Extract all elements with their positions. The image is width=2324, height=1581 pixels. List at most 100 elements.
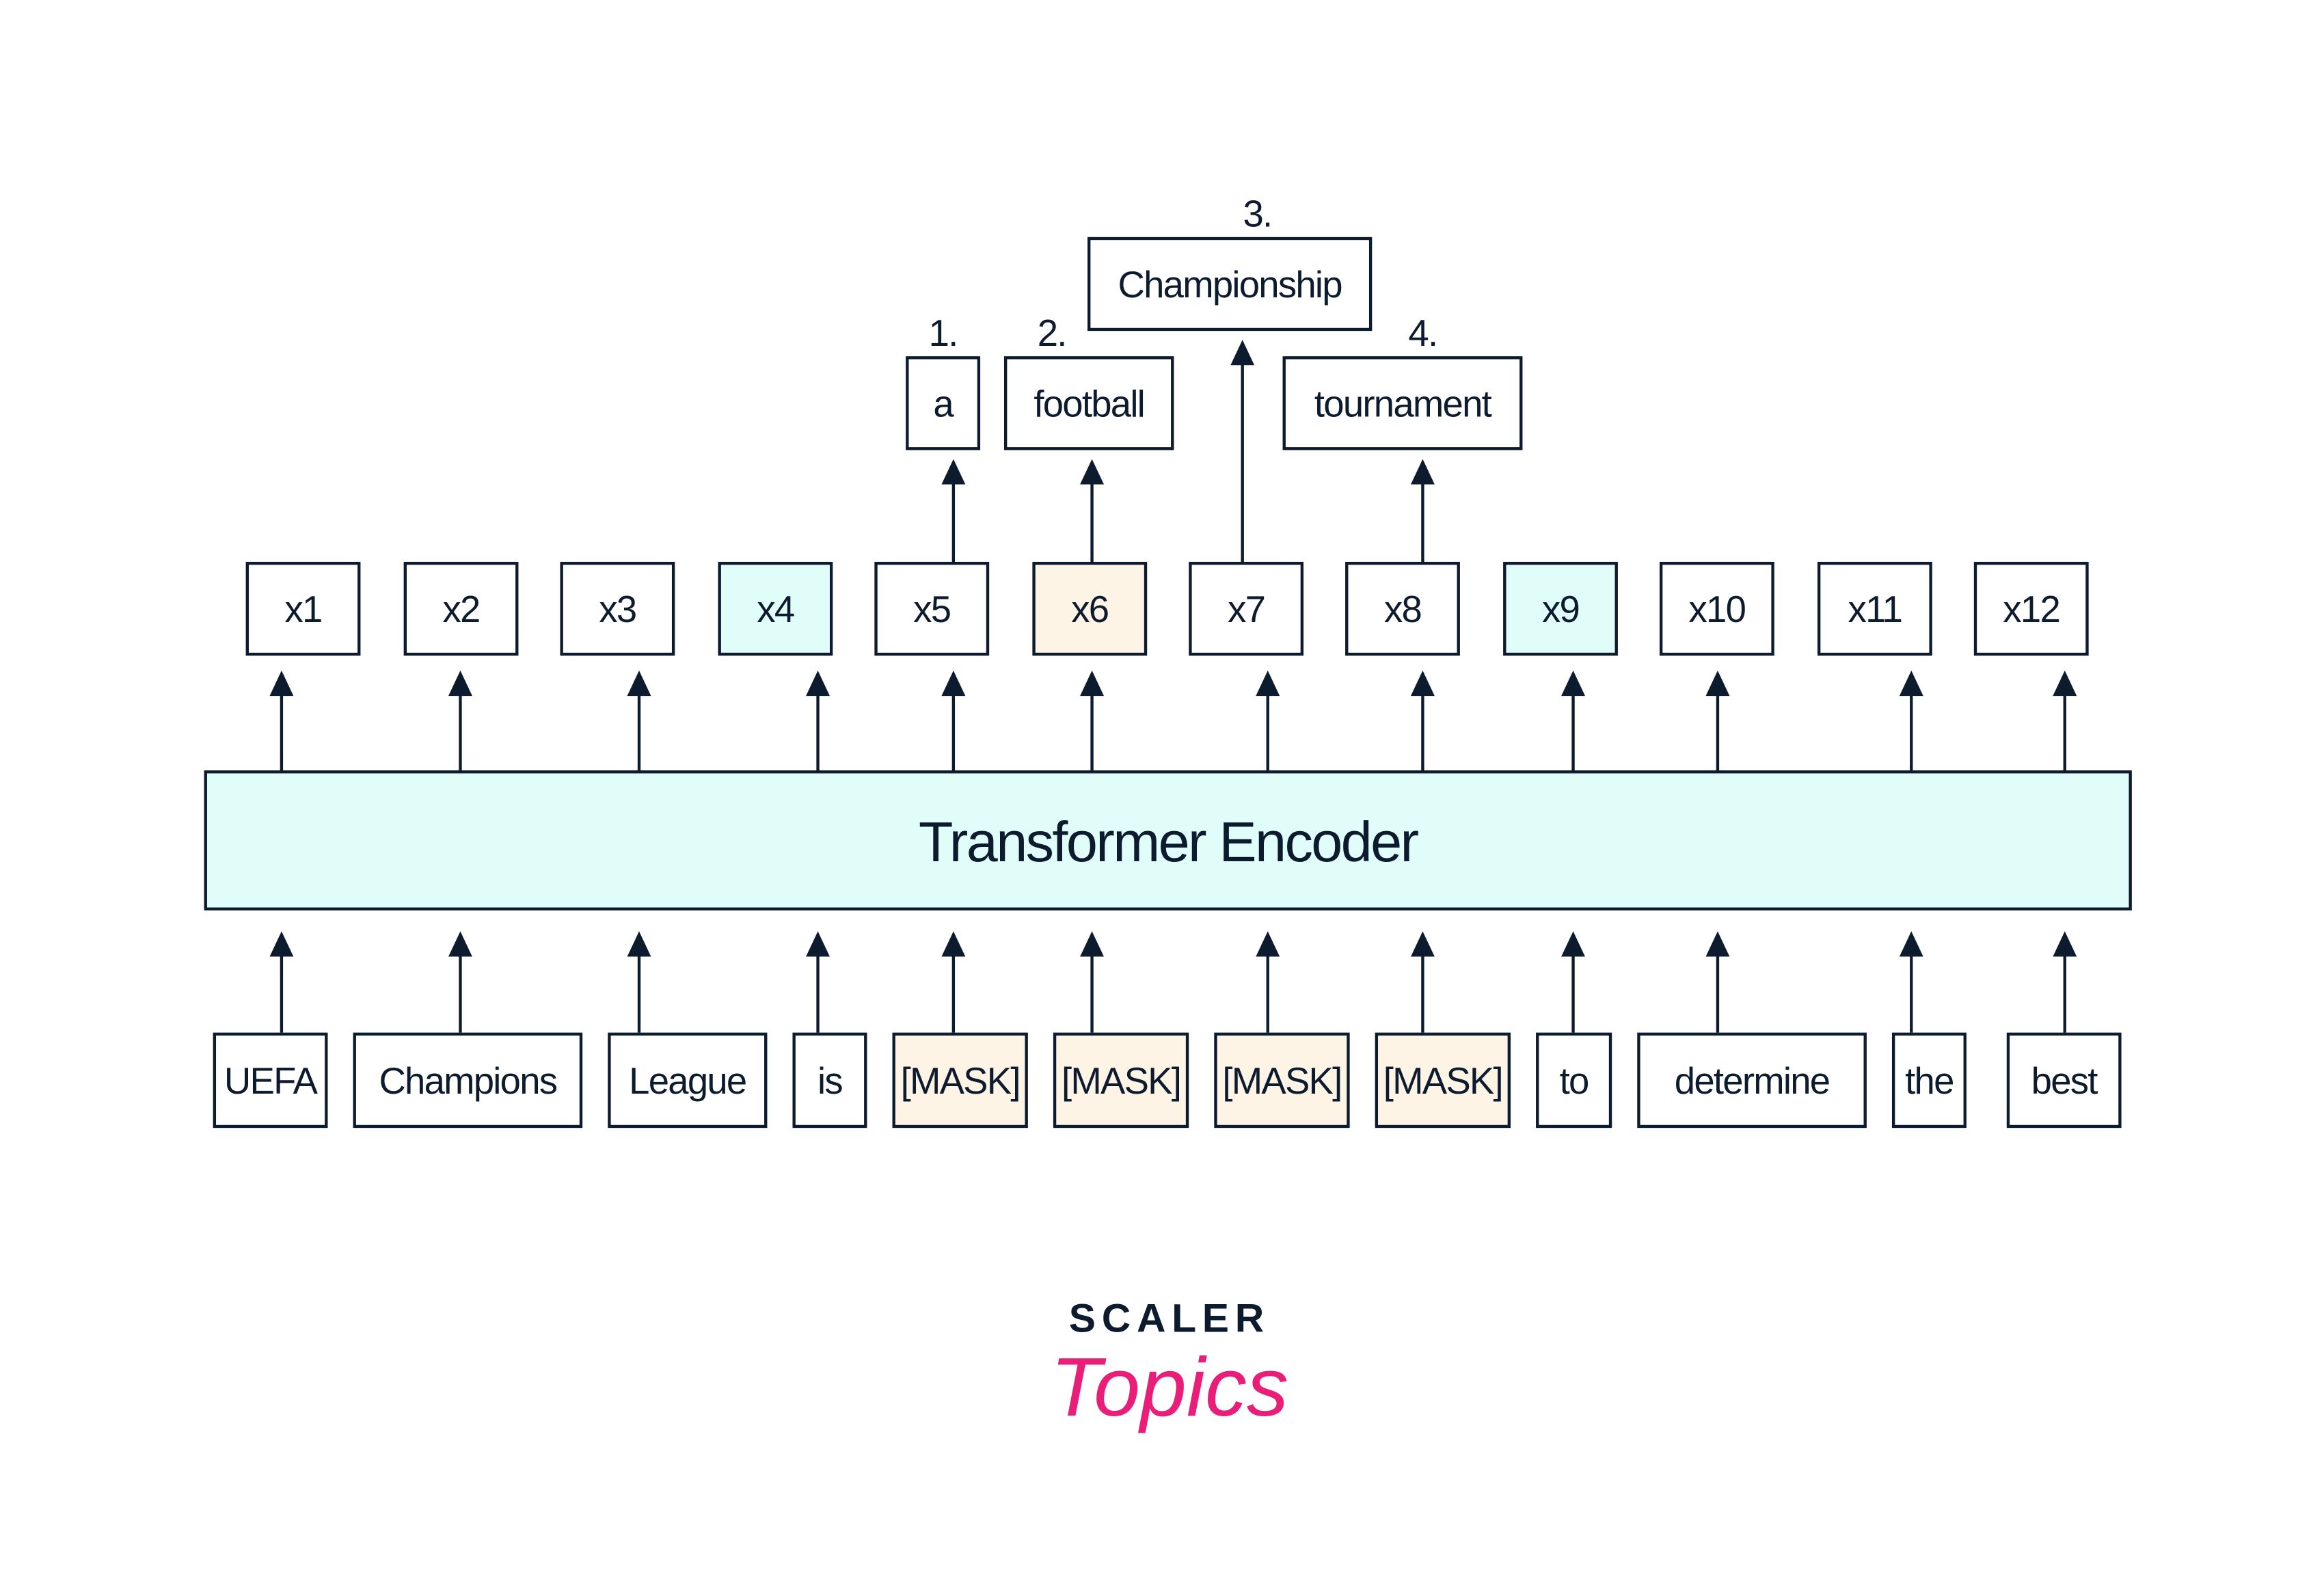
input-token-label: to <box>1560 1060 1589 1102</box>
arrow-encoder-to-x1 <box>269 671 294 772</box>
arrow-head-icon <box>1230 340 1255 366</box>
output-x5-label: x5 <box>913 589 950 630</box>
input-token-label: the <box>1905 1060 1954 1102</box>
input-token: [MASK] <box>1375 1032 1511 1129</box>
output-x8-box <box>1345 561 1460 656</box>
arrow-head-icon <box>269 671 294 697</box>
arrow-head-icon <box>941 931 966 957</box>
arrow-head-icon <box>941 459 966 485</box>
prediction-tournament-box <box>1282 356 1523 450</box>
prediction-number: 3. <box>1243 193 1272 235</box>
prediction-Championship-label: Championship <box>1118 264 1342 306</box>
input-token: best <box>2006 1032 2122 1129</box>
arrow-head-icon <box>1256 931 1280 957</box>
arrow-encoder-to-x3 <box>627 671 651 772</box>
arrow-encoder-to-x6 <box>1080 671 1104 772</box>
input-token-box <box>1053 1032 1189 1129</box>
output-x12: x12 <box>1973 561 2089 656</box>
output-x2: x2 <box>403 561 519 656</box>
arrow-input-to-encoder <box>1561 931 1585 1033</box>
arrow-head-icon <box>1080 671 1104 697</box>
arrow-head-icon <box>1899 671 1923 697</box>
input-token-label: UEFA <box>224 1060 319 1102</box>
input-token-box <box>892 1032 1028 1129</box>
output-x7: x7 <box>1189 561 1304 656</box>
prediction-football-box <box>1003 356 1174 450</box>
input-token-label: Champions <box>379 1060 556 1102</box>
input-token-label: determine <box>1675 1060 1830 1102</box>
arrow-head-icon <box>1256 671 1280 697</box>
scaler-topics-logo: SCALER Topics <box>1051 1297 1288 1433</box>
arrow-head-icon <box>806 931 830 957</box>
prediction-a-label: a <box>933 383 954 424</box>
arrow-input-to-encoder <box>1899 931 1923 1033</box>
output-x1-label: x1 <box>285 589 322 630</box>
prediction-football: football <box>1003 356 1174 450</box>
arrow-input-to-encoder <box>448 931 472 1033</box>
prediction-number: 1. <box>929 312 958 354</box>
output-x4: x4 <box>718 561 833 656</box>
arrow-input-to-encoder <box>806 931 830 1033</box>
output-x12-box <box>1973 561 2089 656</box>
input-token: UEFA <box>213 1032 328 1129</box>
input-token-box <box>353 1032 583 1129</box>
output-x8: x8 <box>1345 561 1460 656</box>
prediction-Championship-box <box>1087 237 1373 332</box>
output-x2-box <box>403 561 519 656</box>
transformer-encoder: Transformer Encoder <box>204 770 2132 910</box>
output-x8-label: x8 <box>1384 589 1421 630</box>
output-x6: x6 <box>1032 561 1148 656</box>
prediction-number: 2. <box>1038 312 1066 354</box>
output-x10-label: x10 <box>1689 589 1746 630</box>
input-token-box <box>213 1032 328 1129</box>
arrow-encoder-to-x10 <box>1705 671 1730 772</box>
output-x6-box <box>1032 561 1148 656</box>
arrow-head-icon <box>1705 671 1730 697</box>
output-x3-label: x3 <box>599 589 636 630</box>
output-x6-label: x6 <box>1071 589 1108 630</box>
arrow-head-icon <box>627 931 651 957</box>
output-x7-box <box>1189 561 1304 656</box>
arrow-encoder-to-x7 <box>1256 671 1280 772</box>
input-token: [MASK] <box>1053 1032 1189 1129</box>
output-x9-label: x9 <box>1542 589 1579 630</box>
prediction-number: 4. <box>1408 312 1437 354</box>
encoder-label: Transformer Encoder <box>919 810 1419 874</box>
arrow-head-icon <box>1899 931 1923 957</box>
arrow-input-to-encoder <box>941 931 966 1033</box>
arrow-input-to-encoder <box>1410 931 1435 1033</box>
prediction-football-label: football <box>1033 383 1144 424</box>
arrow-input-to-encoder <box>627 931 651 1033</box>
arrow-input-to-encoder <box>2053 931 2077 1033</box>
output-x4-label: x4 <box>757 589 794 630</box>
input-token: is <box>792 1032 867 1129</box>
arrow-head-icon <box>2053 671 2077 697</box>
arrow-to-prediction <box>941 459 966 564</box>
input-token-label: is <box>818 1060 842 1102</box>
arrow-to-prediction <box>1080 459 1104 564</box>
output-x5-box <box>874 561 990 656</box>
output-x11-box <box>1817 561 1932 656</box>
output-x2-label: x2 <box>443 589 480 630</box>
output-x7-label: x7 <box>1228 589 1265 630</box>
input-token-label: [MASK] <box>1062 1060 1180 1102</box>
arrow-head-icon <box>269 931 294 957</box>
arrow-head-icon <box>1410 459 1435 485</box>
arrow-head-icon <box>1705 931 1730 957</box>
arrow-to-prediction <box>1410 459 1435 564</box>
arrow-input-to-encoder <box>1080 931 1104 1033</box>
arrow-head-icon <box>1080 459 1104 485</box>
arrow-head-icon <box>448 671 472 697</box>
arrow-head-icon <box>806 671 830 697</box>
input-token-label: best <box>2031 1060 2098 1102</box>
input-token: the <box>1891 1032 1967 1129</box>
input-token: Champions <box>353 1032 583 1129</box>
input-token: to <box>1536 1032 1612 1129</box>
prediction-a: a <box>906 356 981 450</box>
output-x9-box <box>1503 561 1618 656</box>
arrow-head-icon <box>448 931 472 957</box>
output-x9: x9 <box>1503 561 1618 656</box>
input-token-box <box>1637 1032 1867 1129</box>
